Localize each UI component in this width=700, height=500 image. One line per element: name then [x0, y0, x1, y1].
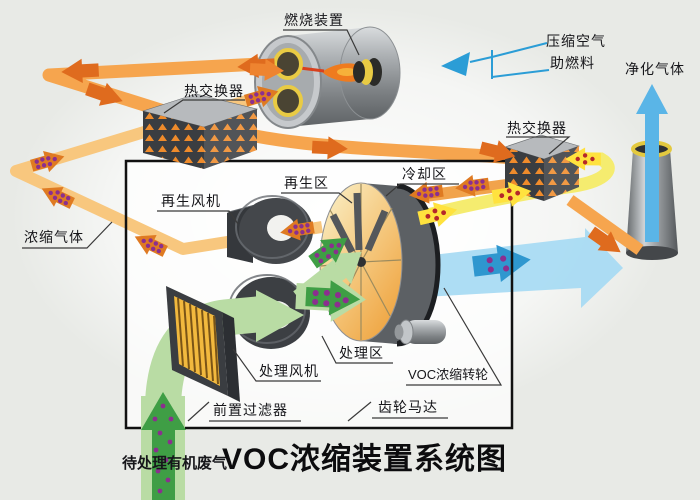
regeneration-fan-unit [227, 195, 313, 264]
heat-exchanger-right-box [504, 134, 580, 201]
label-process-zone: 处理区 [339, 345, 384, 361]
label-heat-exchanger-left: 热交换器 [184, 83, 244, 99]
label-cooling-zone: 冷却区 [402, 166, 447, 182]
waste-gas-inlet-arrow [141, 392, 186, 500]
purified-gas-up-arrow [636, 84, 668, 242]
pre-filter-panel [166, 286, 240, 402]
exhaust-to-stack [566, 195, 644, 255]
combustion-device [254, 26, 401, 129]
rotor-support-bars [329, 192, 389, 254]
system-boundary-border [124, 159, 514, 430]
label-concentrated-gas: 浓缩气体 [24, 229, 84, 245]
utility-arrow [441, 52, 470, 76]
label-auxiliary-fuel: 助燃料 [550, 55, 595, 71]
label-compressed-air: 压缩空气 [546, 33, 606, 49]
label-gear-motor: 齿轮马达 [378, 399, 438, 415]
diagram-title: VOC浓缩装置系统图 [222, 443, 508, 476]
purified-gas-band [424, 228, 623, 308]
utility-callout [469, 42, 550, 79]
label-waste-gas-inlet: 待处理有机废气 [122, 455, 228, 472]
heat-exchanger-left-box [141, 93, 259, 169]
label-purified-gas: 净化气体 [625, 61, 685, 77]
label-regeneration-fan: 再生风机 [161, 193, 221, 209]
label-process-fan: 处理风机 [259, 363, 319, 379]
gear-motor-unit [394, 319, 446, 345]
label-pre-filter: 前置过滤器 [213, 402, 288, 418]
label-leader-lines [22, 29, 571, 422]
burner-port-bottom [273, 85, 303, 117]
label-heat-exchanger-right: 热交换器 [507, 120, 567, 136]
label-voc-rotor: VOC浓缩转轮 [408, 367, 489, 382]
burner-port-top [273, 48, 303, 80]
voc-rotor-wheel [319, 182, 441, 347]
label-combustion-device: 燃烧装置 [284, 12, 344, 28]
label-regeneration-zone: 再生区 [284, 175, 329, 191]
